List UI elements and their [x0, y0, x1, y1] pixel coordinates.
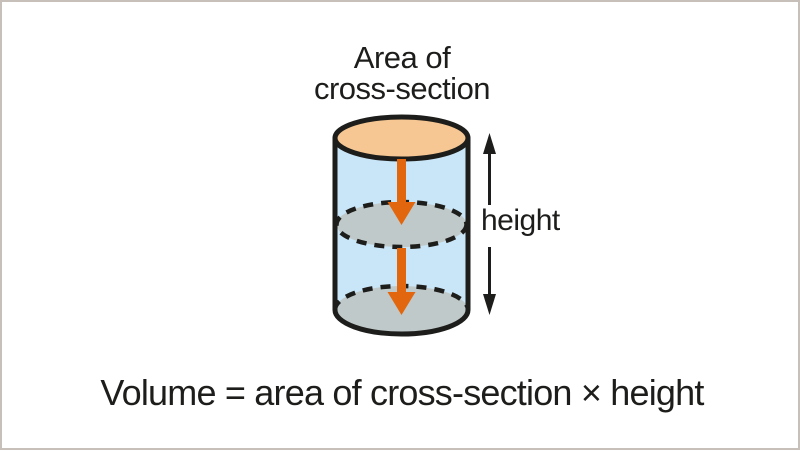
down-arrow-top — [387, 159, 416, 225]
height-arrowhead-down-icon — [483, 294, 496, 315]
area-of-cross-section-label: Area of cross-section — [252, 42, 552, 104]
volume-formula: Volume = area of cross-section × height — [100, 372, 704, 413]
area-label-line1: Area of — [353, 40, 451, 75]
cylinder-outline — [332, 135, 471, 337]
height-dimension-arrow — [483, 133, 496, 315]
area-label-line2: cross-section — [313, 71, 491, 106]
down-arrow-bottom — [387, 248, 416, 315]
height-label: height — [481, 204, 560, 237]
cylinder-top-face — [332, 114, 471, 162]
height-arrowhead-up-icon — [483, 133, 496, 154]
